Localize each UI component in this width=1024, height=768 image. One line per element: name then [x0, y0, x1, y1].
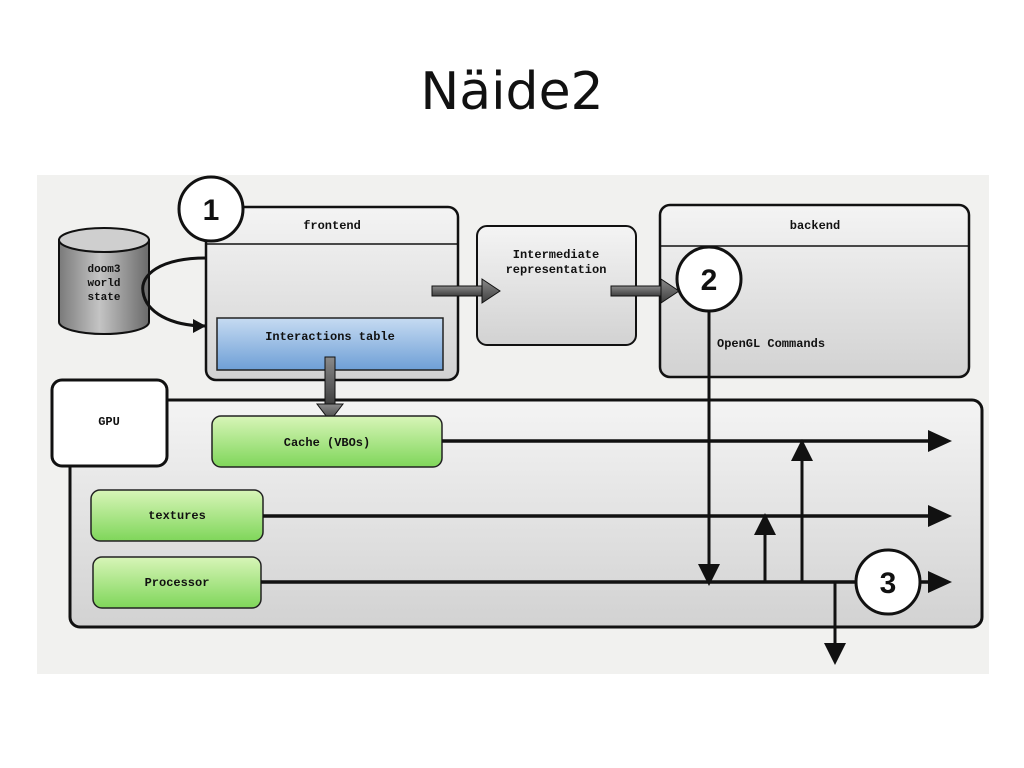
database-line-1: doom3	[87, 264, 120, 276]
step-marker-2: 2	[675, 245, 743, 313]
backend-label: backend	[790, 219, 840, 233]
world-state-database: doom3 world state	[58, 227, 150, 335]
opengl-commands-label: OpenGL Commands	[717, 337, 825, 351]
table-to-cache-arrow	[315, 356, 345, 422]
interactions-table-label: Interactions table	[265, 330, 395, 344]
cache-vbos-box: Cache (VBOs)	[211, 415, 443, 468]
backend-box: backend OpenGL Commands	[658, 203, 971, 379]
processor-box: Processor	[92, 556, 262, 609]
frontend-label: frontend	[303, 219, 361, 233]
cache-vbos-label: Cache (VBOs)	[284, 436, 370, 450]
processor-output-line	[261, 571, 952, 593]
cache-output-line	[442, 430, 952, 452]
textures-box: textures	[90, 489, 264, 542]
world-state-loop-arrow	[141, 256, 207, 328]
svg-text:3: 3	[880, 567, 897, 600]
gpu-label-box: GPU	[50, 378, 169, 468]
step-marker-1: 1	[177, 175, 245, 243]
textures-label: textures	[148, 509, 206, 523]
intermediate-line-2: representation	[506, 263, 607, 277]
database-line-3: state	[87, 292, 120, 304]
svg-text:1: 1	[203, 194, 220, 227]
textures-output-line	[263, 505, 952, 527]
slide-title: Näide2	[420, 62, 604, 122]
database-line-2: world	[87, 278, 120, 290]
backend-to-processor-arrow	[698, 290, 720, 586]
processor-to-cache-arrow	[791, 439, 813, 582]
gpu-label: GPU	[98, 415, 120, 429]
frontend-to-intermediate-arrow	[431, 278, 501, 304]
svg-text:2: 2	[701, 264, 718, 297]
intermediate-box: Intermediate representation	[476, 225, 637, 346]
processor-label: Processor	[145, 576, 210, 590]
step-marker-3: 3	[854, 548, 922, 616]
gpu-output-down-arrow	[824, 582, 846, 665]
loop-arrowhead	[193, 319, 206, 333]
processor-to-textures-arrow	[754, 513, 776, 582]
intermediate-to-backend-arrow	[610, 278, 680, 304]
intermediate-line-1: Intermediate	[513, 248, 599, 262]
